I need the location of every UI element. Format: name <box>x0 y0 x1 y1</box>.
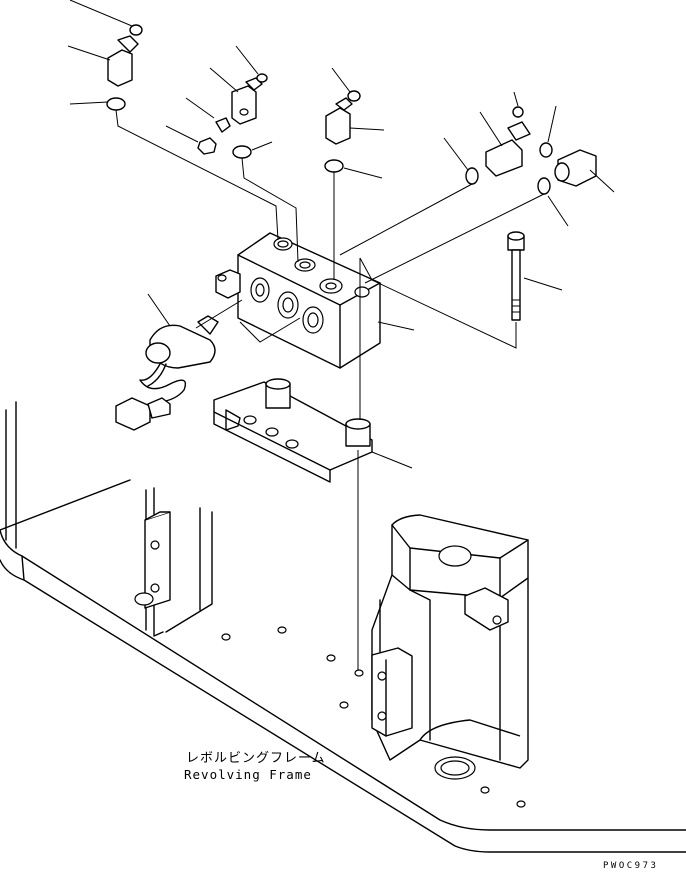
elbow-fitting-3 <box>325 97 353 145</box>
assembly-center-lines <box>115 109 545 670</box>
valve-bracket-plate <box>213 378 373 483</box>
left-bracket <box>144 511 171 609</box>
elbow-fitting-2 <box>231 77 263 125</box>
wire-harness-connector <box>115 363 187 431</box>
elbow-fitting-4 <box>485 121 531 177</box>
caption-en: Revolving Frame <box>184 767 312 782</box>
caption-jp: レボルビングフレーム <box>186 751 326 766</box>
swing-machinery-mount <box>371 514 529 780</box>
leader-lines <box>67 0 615 469</box>
straight-fitting-5 <box>554 149 597 187</box>
revolving-frame <box>0 401 686 853</box>
elbow-fitting-1 <box>107 35 139 87</box>
mounting-bolt <box>507 231 525 321</box>
drawing-code: PWOC973 <box>603 861 658 871</box>
o-rings <box>106 24 553 195</box>
solenoid-coil <box>145 315 219 369</box>
